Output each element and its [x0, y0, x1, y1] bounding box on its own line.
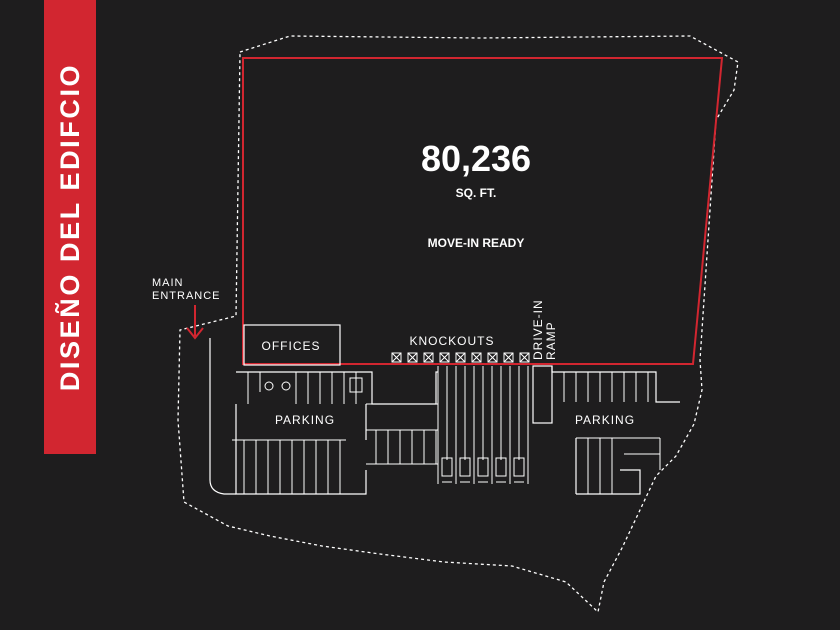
parking-right-label: PARKING — [575, 413, 635, 427]
drive-in-ramp — [532, 365, 553, 424]
parking-left-lot — [236, 371, 438, 405]
building-status: MOVE-IN READY — [428, 236, 525, 250]
property-boundary — [177, 35, 739, 614]
parking-left-inner — [235, 404, 367, 495]
knockout-x-icon — [391, 352, 402, 363]
knockout-row — [391, 352, 530, 363]
knockout-x-icon — [519, 352, 530, 363]
accessible-parking-icon — [264, 381, 291, 391]
parking-left-stalls — [232, 372, 357, 494]
knockout-x-icon — [423, 352, 434, 363]
knockout-x-icon — [471, 352, 482, 363]
drive-in-label: DRIVE-IN — [531, 299, 545, 360]
building-area-unit: SQ. FT. — [456, 186, 497, 200]
parking-right-lot — [551, 366, 680, 403]
entrance-arrow-icon — [186, 305, 204, 340]
parking-center-stalls — [366, 403, 438, 465]
parking-right-inner — [575, 438, 641, 495]
offices-label: OFFICES — [261, 339, 320, 353]
knockout-x-icon — [439, 352, 450, 363]
knockout-x-icon — [503, 352, 514, 363]
parking-right-stalls — [563, 372, 661, 494]
parking-left-label: PARKING — [275, 413, 335, 427]
main-entrance-label: MAIN — [152, 277, 184, 289]
main-entrance-label-2: ENTRANCE — [152, 290, 221, 302]
knockout-x-icon — [407, 352, 418, 363]
drive-in-label-ramp: RAMP — [544, 321, 558, 360]
knockout-x-icon — [455, 352, 466, 363]
truck-trailer-icon — [441, 457, 525, 483]
dumpster-pad — [349, 377, 363, 393]
entry-drive — [209, 338, 236, 495]
knockouts-label: KNOCKOUTS — [409, 334, 494, 348]
building-area: 80,236 — [421, 138, 531, 179]
offices-box — [243, 324, 341, 366]
knockout-x-icon — [487, 352, 498, 363]
side-banner: DISEÑO DEL EDIFCIO — [44, 0, 96, 454]
loading-docks — [437, 366, 529, 484]
building-outline — [242, 57, 724, 365]
